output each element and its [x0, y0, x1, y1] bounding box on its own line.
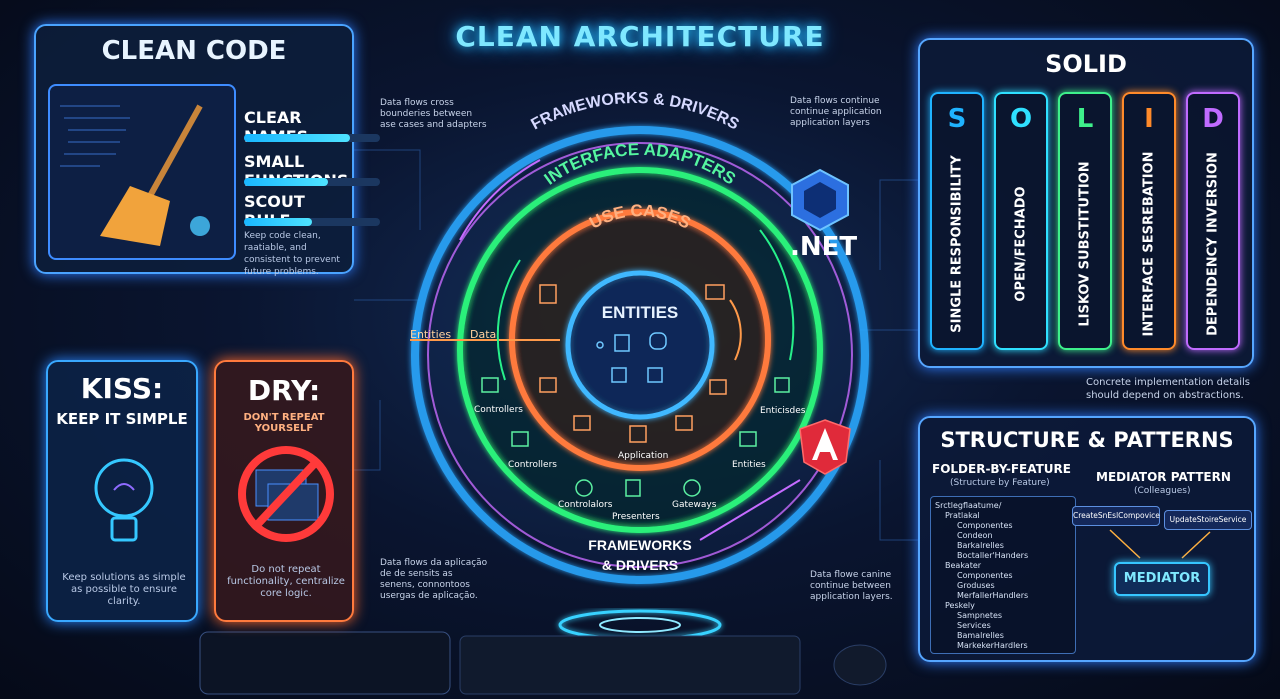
solid-panel: SOLID S SINGLE RESPONSIBILITY O OPEN/FECHAD… — [918, 38, 1254, 368]
dry-panel: DRY: DON'T REPEAT YOURSELF Do not repeat… — [214, 360, 354, 622]
scout-rule-bar — [244, 218, 380, 226]
colleague-box-2: UpdateStoireService — [1164, 510, 1252, 530]
kiss-panel: KISS: KEEP IT SIMPLE Keep solutions as s… — [46, 360, 198, 622]
tree-item: Componentes — [957, 521, 1013, 530]
mediator-arrows — [1109, 529, 1211, 559]
solid-principle-name: DEPENDENCY INVERSION — [1205, 152, 1221, 336]
ring-label-frameworks-bottom-2: & DRIVERS — [602, 557, 678, 573]
tree-item: MarkekerHardlers — [957, 641, 1028, 650]
solid-principle-name: INTERFACE SESREBATION — [1141, 151, 1157, 337]
controlalors-label: Controlalors — [558, 500, 613, 510]
annotation-top-left: Data flows cross bounderies between ase … — [380, 98, 487, 130]
prohibited-icon — [238, 446, 334, 542]
tree-item: Srctlegflaatume/ — [935, 501, 1002, 510]
tree-item: Barkalrelles — [957, 541, 1004, 550]
dotnet-logo-icon — [791, 168, 849, 232]
lightbulb-icon — [94, 458, 154, 542]
clean-code-note: Keep code clean, raatiable, and consiste… — [244, 231, 340, 277]
mediator-subtitle: (Colleagues) — [1134, 486, 1191, 496]
ring-label-frameworks-bottom-1: FRAMEWORKS — [588, 537, 691, 553]
dry-note: Do not repeat functionality, centralize … — [227, 564, 345, 599]
solid-column-s: S SINGLE RESPONSIBILITY — [930, 92, 984, 350]
solid-heading: SOLID — [1045, 50, 1127, 78]
solid-column-d: D DEPENDENCY INVERSION — [1186, 92, 1240, 350]
clean-code-heading: CLEAN CODE — [101, 36, 287, 66]
ring-label-entities: ENTITIES — [602, 303, 679, 322]
controllers-label-1: Controllers — [474, 405, 523, 415]
mediator-box: MEDIATOR — [1114, 562, 1210, 596]
kiss-subheading: KEEP IT SIMPLE — [56, 410, 188, 428]
small-functions-bar — [244, 178, 380, 186]
solid-letter: S — [947, 104, 967, 134]
solid-letter: L — [1076, 104, 1094, 134]
clean-code-panel: CLEAN CODE CLEAR NAMES SMALL FUNCTIONS S… — [34, 24, 380, 277]
structure-heading: STRUCTURE & PATTERNS — [940, 428, 1234, 452]
tree-item: Boctaller'Handers — [957, 551, 1029, 560]
annotation-top-right: Data flows continue continue application… — [790, 96, 882, 128]
entities-right-label-2: Entities — [732, 460, 766, 470]
gateways-label: Gateways — [672, 500, 717, 510]
tree-item: Sampnetes — [957, 611, 1003, 620]
solid-note: Concrete implementation details should d… — [1086, 377, 1250, 401]
dotnet-label: .NET — [790, 232, 858, 262]
solid-principle-name: SINGLE RESPONSIBILITY — [949, 155, 965, 333]
application-label: Application — [618, 451, 669, 461]
solid-letter: O — [1009, 104, 1033, 134]
solid-letter: I — [1144, 104, 1154, 134]
tree-item: Services — [957, 621, 991, 630]
dry-heading: DRY: — [247, 374, 321, 407]
broom-icon — [48, 84, 236, 260]
entities-flow-label: Entities — [410, 328, 452, 341]
solid-letter: D — [1202, 104, 1224, 134]
solid-column-l: L LISKOV SUBSTITUTION — [1058, 92, 1112, 350]
keyboard — [459, 635, 801, 695]
tablet — [199, 631, 451, 695]
annotation-bottom-right: Data flowe canine continue between appli… — [810, 570, 893, 602]
colleague-box-1: CreateSnEslCompovice — [1072, 506, 1160, 526]
ring-frameworks — [411, 126, 869, 584]
page-title: CLEAN ARCHITECTURE — [455, 20, 825, 53]
solid-column-i: I INTERFACE SESREBATION — [1122, 92, 1176, 350]
presenters-label: Presenters — [612, 512, 660, 522]
entities-right-label: Enticisdes — [760, 406, 806, 416]
solid-column-o: O OPEN/FECHADO — [994, 92, 1048, 350]
mediator-title: MEDIATOR PATTERN — [1096, 470, 1231, 484]
folder-subtitle: (Structure by Feature) — [950, 478, 1050, 488]
tree-item: Groduses — [957, 581, 995, 590]
data-flow-label: Data — [470, 328, 497, 341]
tree-item: Condeon — [957, 531, 993, 540]
dry-subheading: DON'T REPEAT YOURSELF — [243, 412, 325, 434]
tree-item: Componentes — [957, 571, 1013, 580]
annotation-bottom-left: Data flows da aplicação de de sensits as… — [380, 558, 488, 601]
angular-logo-icon — [799, 419, 851, 475]
structure-panel: STRUCTURE & PATTERNS FOLDER-BY-FEATURE (… — [918, 416, 1256, 662]
ring-entities — [565, 270, 715, 420]
clear-names-bar — [244, 134, 380, 142]
tree-item: MerfallerHandlers — [957, 591, 1029, 600]
tree-item: Beakater — [945, 561, 982, 570]
mouse — [833, 644, 887, 686]
solid-principle-name: OPEN/FECHADO — [1013, 186, 1029, 302]
solid-principle-name: LISKOV SUBSTITUTION — [1077, 161, 1093, 327]
tree-item: Pratlakal — [945, 511, 980, 520]
kiss-heading: KISS: — [80, 372, 164, 405]
kiss-note: Keep solutions as simple as possible to … — [62, 572, 186, 607]
controllers-label-2: Controllers — [508, 460, 557, 470]
folder-title: FOLDER-BY-FEATURE — [932, 462, 1071, 476]
tree-item: Peskely — [945, 601, 975, 610]
tree-item: Bamalrelles — [957, 631, 1004, 640]
